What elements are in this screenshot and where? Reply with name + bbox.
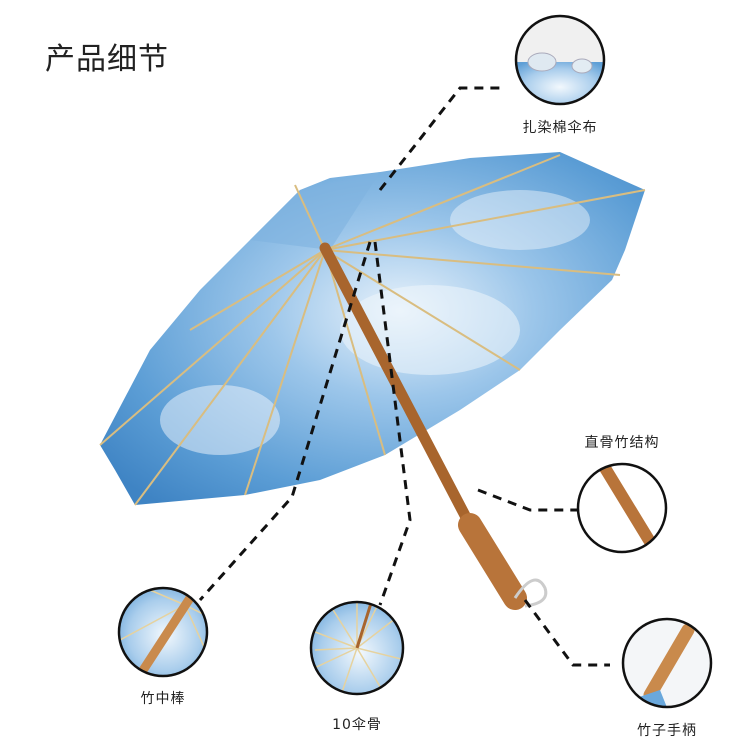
label-shaft: 直骨竹结构: [584, 435, 660, 451]
detail-circle-center-rod: [117, 586, 209, 678]
label-handle: 竹子手柄: [637, 723, 697, 739]
detail-circle-handle: [621, 617, 713, 709]
bamboo-shaft: [319, 242, 548, 610]
page-title: 产品细节: [45, 42, 169, 77]
leader-lines: [198, 86, 610, 667]
label-ribs: 10伞骨: [332, 717, 382, 733]
detail-circle-fabric: [514, 14, 606, 106]
label-center-rod: 竹中棒: [140, 691, 186, 707]
detail-circle-shaft: [576, 462, 668, 554]
label-fabric: 扎染棉伞布: [522, 120, 598, 136]
umbrella-ribs: [99, 154, 646, 506]
detail-circle-ribs: [309, 600, 405, 696]
